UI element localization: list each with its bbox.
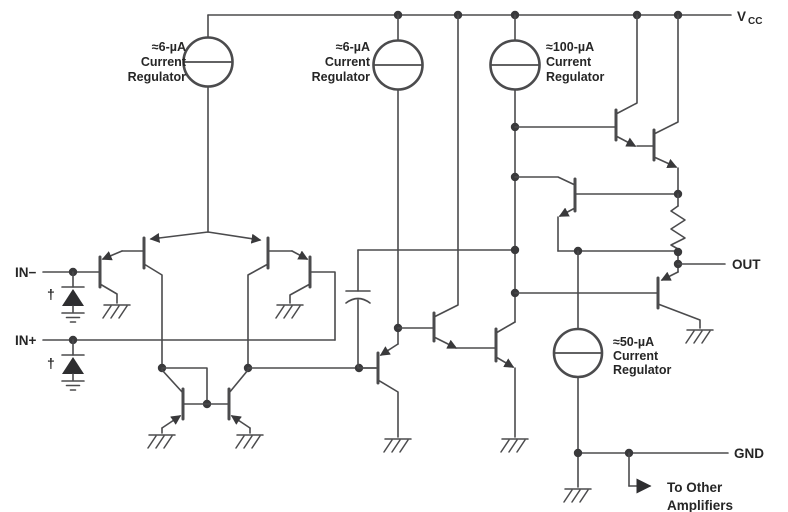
earth-ground-icon: [61, 312, 85, 323]
transistor-mirror-right: [227, 369, 264, 449]
current-regulator-50ua: ≈50-µA Current Regulator: [552, 250, 671, 503]
clamp-diode-in-neg: [61, 271, 85, 323]
out-label: OUT: [732, 257, 761, 272]
regulator-2-line3: Regulator: [312, 70, 370, 84]
current-regulator-100ua: ≈100-µA Current Regulator: [489, 14, 604, 323]
regulator-1-line2: Current: [141, 55, 187, 69]
chassis-ground-icon: [563, 488, 592, 503]
transistor-q7: [494, 321, 529, 453]
input-stage: [98, 231, 336, 369]
output-stage: OUT: [514, 14, 761, 344]
chassis-ground-icon: [383, 438, 412, 453]
transistor-q4: [275, 250, 336, 341]
transistor-q10: [514, 176, 679, 252]
regulator-3-line3: Regulator: [546, 70, 604, 84]
regulator-3-line2: Current: [546, 55, 592, 69]
regulator-2-line2: Current: [325, 55, 371, 69]
clamp-diode-in-pos: [61, 339, 85, 391]
compensation-capacitor: [345, 245, 520, 369]
gnd-label: GND: [734, 446, 764, 461]
transistor-mirror-left: [147, 369, 185, 449]
chassis-ground-icon: [235, 434, 264, 449]
in-neg-terminal: IN− †: [15, 265, 101, 323]
transistor-q11: [514, 271, 714, 344]
earth-ground-icon: [61, 380, 85, 391]
chassis-ground-icon: [147, 434, 176, 449]
transistor-q2: [121, 236, 163, 369]
regulator-4-line3: Regulator: [613, 363, 671, 377]
in-neg-label: IN−: [15, 265, 37, 280]
regulator-1-line3: Regulator: [128, 70, 186, 84]
regulator-4-line2: Current: [613, 349, 659, 363]
transistor-q8: [514, 14, 655, 147]
out-terminal: OUT: [677, 257, 761, 272]
dagger-in-neg: †: [47, 286, 55, 302]
chassis-ground-icon: [275, 304, 304, 319]
transistor-q6: [397, 14, 497, 349]
transistor-q3: [247, 236, 293, 369]
to-other-line1: To Other: [667, 480, 723, 495]
dagger-in-pos: †: [47, 355, 55, 371]
regulator-3-value: ≈100-µA: [546, 40, 594, 54]
vcc-label-sub: CC: [748, 16, 762, 27]
regulator-1-value: ≈6-µA: [152, 40, 186, 54]
current-regulator-6ua-2: ≈6-µA Current Regulator: [312, 14, 424, 329]
gnd-rail: GND To Other Amplifiers: [573, 446, 764, 512]
chassis-ground-icon: [685, 329, 714, 344]
vcc-label: V: [737, 9, 746, 24]
transistor-q5: [358, 327, 412, 453]
transistor-q9: [652, 14, 679, 195]
vcc-rail: V CC: [207, 9, 762, 27]
current-regulator-6ua-1: ≈6-µA Current Regulator: [128, 14, 234, 233]
in-pos-label: IN+: [15, 333, 37, 348]
transistor-q1: [98, 250, 131, 319]
chassis-ground-icon: [102, 304, 131, 319]
current-mirror: [147, 363, 377, 449]
to-other-line2: Amplifiers: [667, 498, 733, 512]
regulator-2-value: ≈6-µA: [336, 40, 370, 54]
chassis-ground-icon: [500, 438, 529, 453]
to-other-amplifiers-tap: To Other Amplifiers: [628, 452, 733, 512]
in-pos-terminal: IN+ †: [15, 333, 336, 391]
regulator-4-value: ≈50-µA: [613, 335, 654, 349]
